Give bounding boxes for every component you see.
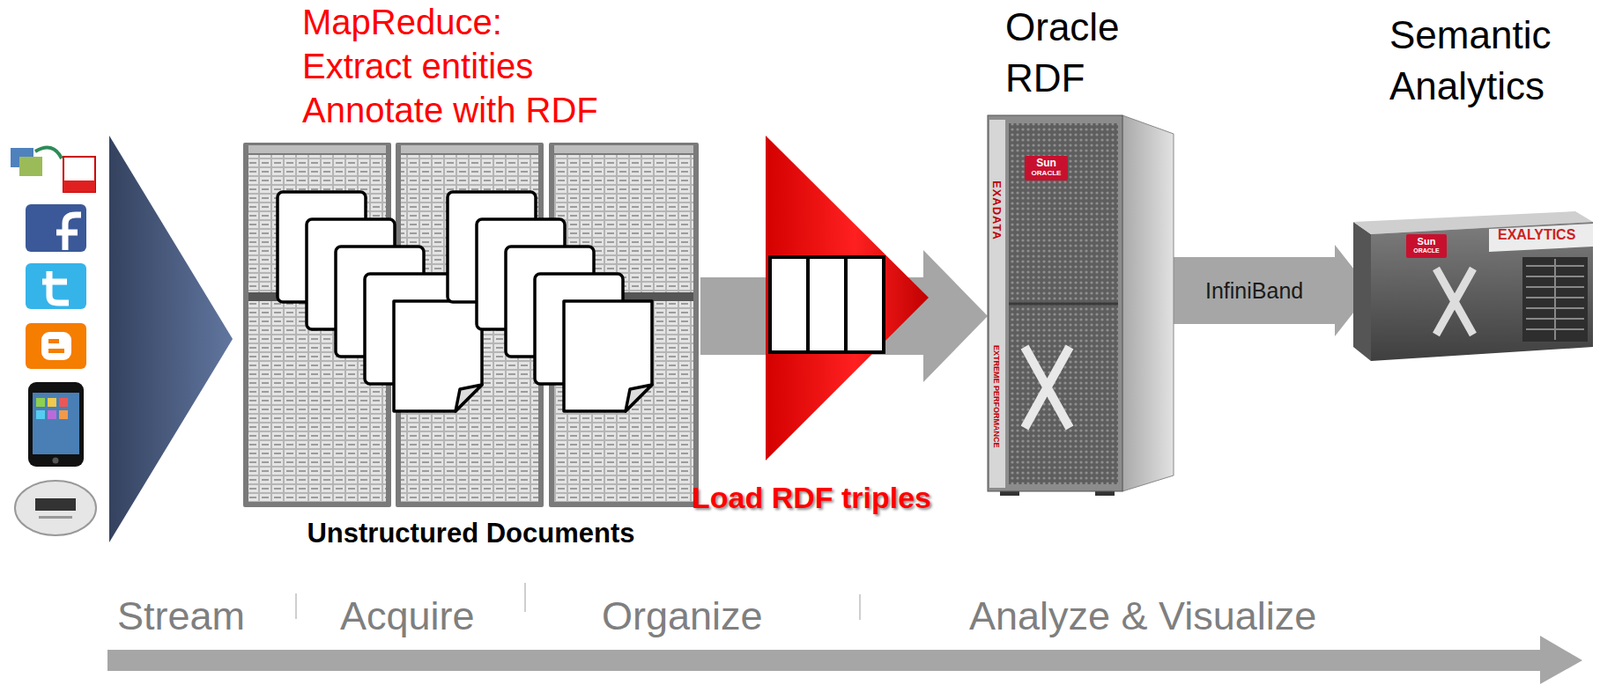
rack-label-strip <box>554 145 694 154</box>
drive-slots <box>1525 259 1585 341</box>
meter-icon <box>14 481 97 536</box>
brand-logo: Sun <box>1024 157 1068 170</box>
document-icon <box>563 301 652 412</box>
phone-screen <box>32 392 80 455</box>
exalytics-server: Semantic Analytics <box>1370 0 1595 366</box>
server-rack <box>243 142 699 508</box>
phase-separator <box>524 583 526 613</box>
phone-button <box>52 458 60 465</box>
document-fold <box>625 385 652 412</box>
meter-display <box>35 498 76 512</box>
phase-separator <box>295 593 297 620</box>
blogger-icon <box>41 332 72 361</box>
rack-frame <box>548 142 699 508</box>
document-fold <box>455 385 482 412</box>
rack-label-strip <box>400 145 539 154</box>
rack-front <box>987 115 1123 492</box>
brand-logo: Sun <box>1406 236 1447 247</box>
product-heading: Semantic Analytics <box>1389 9 1566 112</box>
product-mark: EXADATA <box>989 180 1004 241</box>
product-mark: EXALYTICS <box>1497 226 1576 245</box>
phase-separator <box>859 594 861 621</box>
server-label-strip <box>1488 223 1593 252</box>
link-label: InfiniBand <box>1202 277 1306 304</box>
triple-divider <box>844 257 848 353</box>
app-icon <box>59 410 68 420</box>
flow-arrow <box>1173 244 1371 337</box>
phone-icon <box>28 382 84 467</box>
stage-heading: MapReduce: Extract entities Annotate wit… <box>302 0 609 133</box>
twitter-icon <box>42 271 69 304</box>
blogger-icon <box>48 339 60 344</box>
edge-label: Load RDF triples <box>688 480 934 517</box>
phase-label: Stream <box>117 593 245 640</box>
document-stack <box>277 192 652 412</box>
phase-label: Acquire <box>340 593 475 640</box>
phase-label: Analyze & Visualize <box>969 593 1317 640</box>
triple-box <box>770 257 884 353</box>
product-tagline: EXTREME PERFORMANCE <box>991 345 1002 449</box>
exadata-rack: Oracle RDF <box>987 0 1174 494</box>
document-icon <box>393 301 482 412</box>
server-front <box>1370 222 1593 362</box>
app-icon <box>59 398 68 408</box>
pdf-icon <box>63 180 96 193</box>
app-icon <box>36 398 45 408</box>
twitter-icon <box>25 263 87 310</box>
phase-label: Organize <box>601 593 763 640</box>
convert-arrow <box>35 148 62 160</box>
rack-strip <box>989 119 1006 489</box>
meter-detail <box>38 516 73 519</box>
facebook-icon <box>56 214 82 251</box>
brand-logo: ORACLE <box>1024 169 1068 178</box>
server-side <box>1353 222 1371 362</box>
app-icon <box>47 410 57 420</box>
drive-bay <box>1522 257 1588 342</box>
rack-side-panel <box>1122 115 1174 492</box>
brand-logo: ORACLE <box>1406 246 1447 255</box>
app-icon <box>36 410 45 420</box>
load-triangle <box>765 135 929 461</box>
cluster-caption: Unstructured Documents <box>243 518 699 550</box>
app-icon <box>47 398 57 408</box>
rack-grill <box>1008 123 1119 485</box>
x-logo <box>1024 347 1070 429</box>
file-icon <box>19 156 43 177</box>
brand-badge <box>1024 155 1068 181</box>
rack-seam <box>1008 303 1119 306</box>
pdf-icon <box>63 156 96 193</box>
stream-funnel <box>109 135 233 543</box>
rack-bays <box>554 155 694 503</box>
triple-divider <box>806 257 810 353</box>
product-heading: Oracle RDF <box>1005 1 1156 104</box>
rack-label-strip <box>248 145 386 154</box>
facebook-icon <box>25 204 87 252</box>
brand-badge <box>1406 234 1447 259</box>
x-logo <box>1436 268 1474 335</box>
hadoop-cluster: MapReduce: Extract entities Annotate wit… <box>243 0 701 556</box>
blogger-icon <box>25 323 87 370</box>
timeline-arrow <box>107 636 1583 685</box>
blogger-icon <box>48 348 65 354</box>
